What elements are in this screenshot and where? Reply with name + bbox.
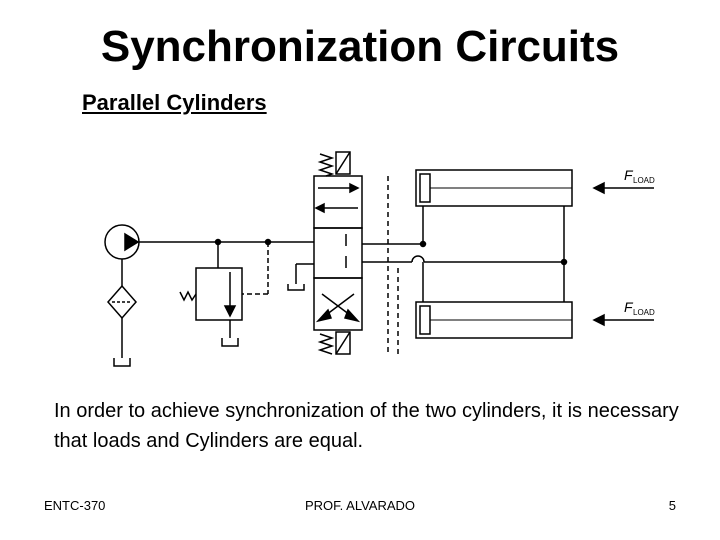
load-arrow-upper (592, 181, 654, 195)
lower-cylinder (415, 262, 573, 339)
slide-subtitle: Parallel Cylinders (82, 90, 267, 115)
upper-cylinder (415, 169, 573, 262)
force-label-lower: F (624, 299, 634, 315)
footer-page-number: 5 (668, 498, 676, 513)
pump-symbol (104, 224, 314, 286)
footer-instructor: PROF. ALVARADO (304, 498, 416, 513)
body-text: In order to achieve synchronization of t… (54, 400, 679, 452)
relief-valve-symbol (179, 242, 269, 347)
hydraulic-circuit-diagram: F LOAD F LOAD (104, 151, 655, 367)
footer-course: ENTC-370 (44, 498, 106, 513)
force-subscript-lower: LOAD (633, 308, 655, 317)
slide-title: Synchronization Circuits (100, 22, 620, 71)
filter-symbol (107, 284, 137, 367)
force-subscript-upper: LOAD (633, 176, 655, 185)
force-label-upper: F (624, 167, 634, 183)
directional-valve-symbol (287, 151, 363, 355)
load-arrow-lower (592, 313, 654, 327)
